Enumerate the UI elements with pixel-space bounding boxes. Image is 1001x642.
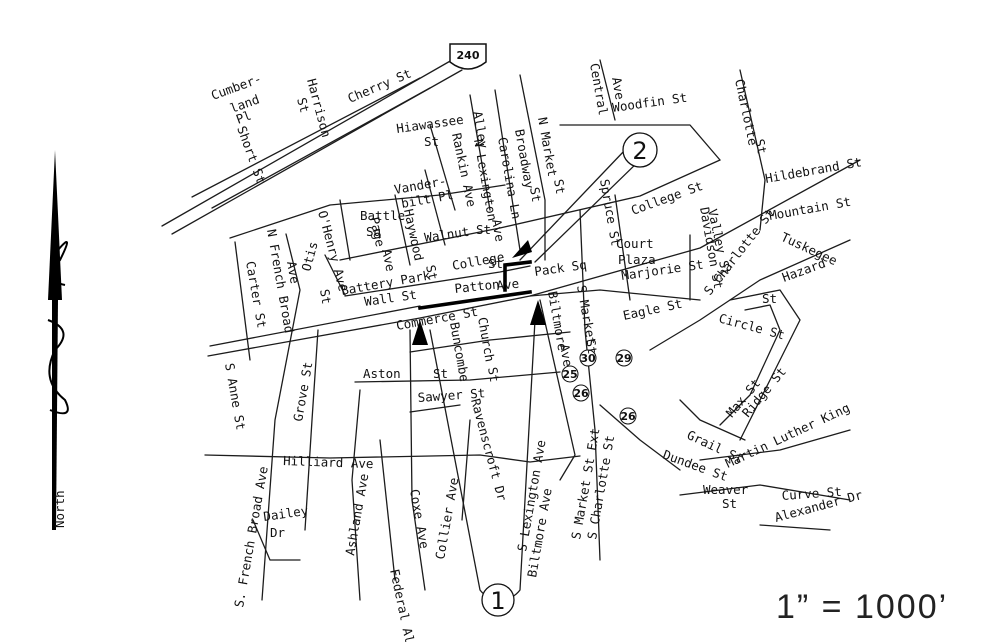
svg-text:29: 29 bbox=[616, 352, 631, 365]
svg-text:Central: Central bbox=[587, 62, 611, 116]
svg-text:Page: Page bbox=[367, 216, 388, 249]
svg-text:Grove St: Grove St bbox=[290, 361, 315, 423]
svg-text:St: St bbox=[424, 134, 439, 149]
arrow-icon bbox=[412, 320, 428, 345]
svg-text:Federal Alley: Federal Alley bbox=[387, 568, 422, 642]
svg-text:Hilliard Ave: Hilliard Ave bbox=[283, 453, 374, 471]
road-network bbox=[161, 59, 861, 601]
svg-text:St: St bbox=[752, 138, 770, 156]
svg-text:Biltmore: Biltmore bbox=[545, 290, 570, 352]
svg-text:Charlotte: Charlotte bbox=[732, 78, 761, 147]
interstate-shield: 240 bbox=[449, 43, 487, 70]
svg-text:25: 25 bbox=[562, 368, 577, 381]
svg-text:Aston: Aston bbox=[363, 366, 401, 381]
svg-text:St: St bbox=[583, 338, 600, 355]
svg-text:1: 1 bbox=[490, 587, 505, 615]
north-arrow: North bbox=[47, 150, 69, 530]
arrow-icon bbox=[530, 300, 546, 325]
svg-text:St: St bbox=[551, 178, 568, 195]
svg-text:30: 30 bbox=[580, 352, 596, 365]
svg-text:Otis: Otis bbox=[298, 240, 320, 273]
svg-text:St: St bbox=[488, 256, 503, 271]
svg-text:S Anne St: S Anne St bbox=[222, 362, 249, 431]
svg-text:Mountain St: Mountain St bbox=[768, 194, 852, 223]
svg-text:Sq: Sq bbox=[366, 224, 381, 239]
svg-text:S. French Broad Ave: S. French Broad Ave bbox=[231, 465, 271, 608]
svg-text:Walnut: Walnut bbox=[423, 224, 470, 245]
svg-text:Court: Court bbox=[616, 236, 654, 251]
svg-text:St: St bbox=[294, 96, 312, 114]
svg-text:Dailey: Dailey bbox=[262, 503, 309, 524]
svg-text:Pl: Pl bbox=[234, 108, 253, 127]
scale-bar: 1” = 1000’ bbox=[776, 588, 949, 626]
svg-text:Eagle St: Eagle St bbox=[622, 296, 684, 323]
svg-text:Ave: Ave bbox=[489, 218, 508, 243]
route-marker-2: 2 bbox=[622, 132, 658, 168]
svg-text:Weaver: Weaver bbox=[703, 482, 749, 497]
svg-text:Carter St: Carter St bbox=[243, 260, 270, 329]
svg-text:Hiawassee: Hiawassee bbox=[395, 112, 464, 136]
svg-text:Alley: Alley bbox=[470, 110, 491, 150]
svg-text:S Market: S Market bbox=[574, 284, 599, 346]
svg-text:N Lexington: N Lexington bbox=[471, 138, 500, 222]
svg-text:Ave: Ave bbox=[557, 343, 576, 368]
svg-text:Dr: Dr bbox=[270, 525, 286, 540]
svg-text:St: St bbox=[423, 264, 441, 282]
svg-text:Short St: Short St bbox=[234, 124, 269, 186]
svg-text:Collier Ave: Collier Ave bbox=[432, 476, 461, 560]
svg-text:North: North bbox=[52, 490, 67, 528]
svg-text:Sawyer St: Sawyer St bbox=[417, 385, 486, 405]
svg-text:St: St bbox=[762, 291, 777, 306]
svg-text:Wall St: Wall St bbox=[363, 287, 417, 309]
svg-text:Buncombe: Buncombe bbox=[447, 321, 472, 383]
svg-text:Haywood: Haywood bbox=[401, 208, 427, 263]
svg-text:2: 2 bbox=[632, 137, 647, 165]
svg-text:Church: Church bbox=[475, 316, 498, 363]
svg-text:Ashland Ave: Ashland Ave bbox=[342, 472, 371, 556]
svg-text:Ravenscroft Dr: Ravenscroft Dr bbox=[468, 397, 510, 503]
route-marker-1: 1 bbox=[481, 583, 515, 617]
svg-text:Ave: Ave bbox=[496, 276, 520, 293]
svg-text:26: 26 bbox=[620, 410, 636, 423]
svg-text:St: St bbox=[722, 496, 737, 511]
svg-text:Ave: Ave bbox=[609, 76, 628, 101]
svg-text:Coxe Ave: Coxe Ave bbox=[407, 488, 432, 550]
svg-text:Hazard: Hazard bbox=[780, 255, 828, 285]
arrow-icon bbox=[512, 240, 532, 258]
svg-text:Ave: Ave bbox=[284, 260, 303, 285]
svg-text:Pack Sq: Pack Sq bbox=[533, 257, 587, 279]
svg-text:Curve St: Curve St bbox=[781, 484, 842, 503]
svg-text:Battle: Battle bbox=[360, 208, 405, 223]
svg-text:St: St bbox=[317, 288, 334, 305]
svg-text:Hildebrand St: Hildebrand St bbox=[764, 154, 863, 186]
svg-text:St: St bbox=[527, 186, 544, 203]
svg-text:240: 240 bbox=[457, 49, 480, 62]
svg-text:Circle St: Circle St bbox=[717, 310, 786, 342]
svg-text:St: St bbox=[476, 222, 491, 237]
svg-text:St: St bbox=[485, 366, 502, 383]
svg-text:St: St bbox=[433, 366, 448, 381]
svg-text:Patton: Patton bbox=[454, 276, 500, 296]
svg-text:Ave: Ave bbox=[379, 248, 398, 273]
route-shields: 25 26 30 29 26 bbox=[561, 349, 637, 425]
svg-text:O'Henry Ave: O'Henry Ave bbox=[315, 209, 351, 293]
svg-text:26: 26 bbox=[573, 387, 589, 400]
svg-text:Plaza: Plaza bbox=[618, 252, 656, 267]
street-labels: Cumber- land Pl Short St Harrison St Che… bbox=[209, 62, 865, 642]
